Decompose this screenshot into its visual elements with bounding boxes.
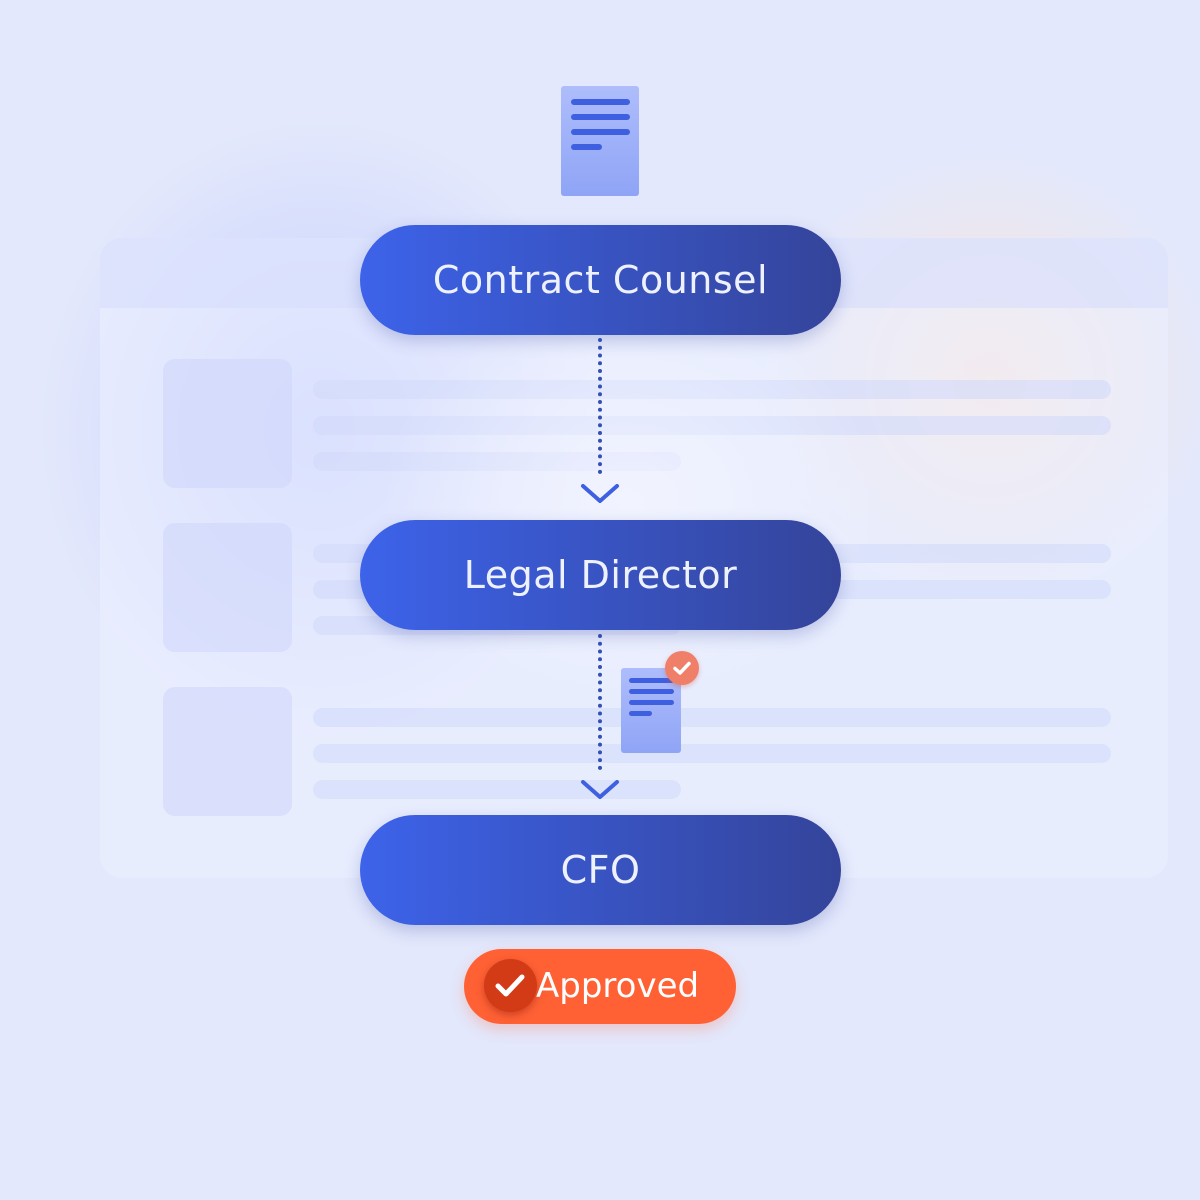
checkmark-icon <box>484 959 537 1012</box>
status-label: Approved <box>536 966 700 1006</box>
connector-line <box>598 338 606 474</box>
background-text-line <box>313 744 1111 763</box>
background-thumbnail <box>163 359 292 488</box>
step-label: Contract Counsel <box>432 258 769 302</box>
workflow-step-legal-director: Legal Director <box>360 520 841 630</box>
background-text-line <box>313 780 681 799</box>
approved-document-icon <box>621 668 681 753</box>
background-glow-light <box>380 300 880 700</box>
workflow-step-cfo: CFO <box>360 815 841 925</box>
check-badge-icon <box>665 651 699 685</box>
background-thumbnail <box>163 687 292 816</box>
document-icon <box>561 86 639 196</box>
background-thumbnail <box>163 523 292 652</box>
workflow-step-contract-counsel: Contract Counsel <box>360 225 841 335</box>
arrow-down-icon <box>581 780 619 799</box>
background-list-item <box>163 687 1113 817</box>
step-label: CFO <box>560 848 641 892</box>
arrow-down-icon <box>581 484 619 503</box>
background-text-line <box>313 708 1111 727</box>
step-label: Legal Director <box>463 553 738 597</box>
connector-line <box>598 634 606 770</box>
